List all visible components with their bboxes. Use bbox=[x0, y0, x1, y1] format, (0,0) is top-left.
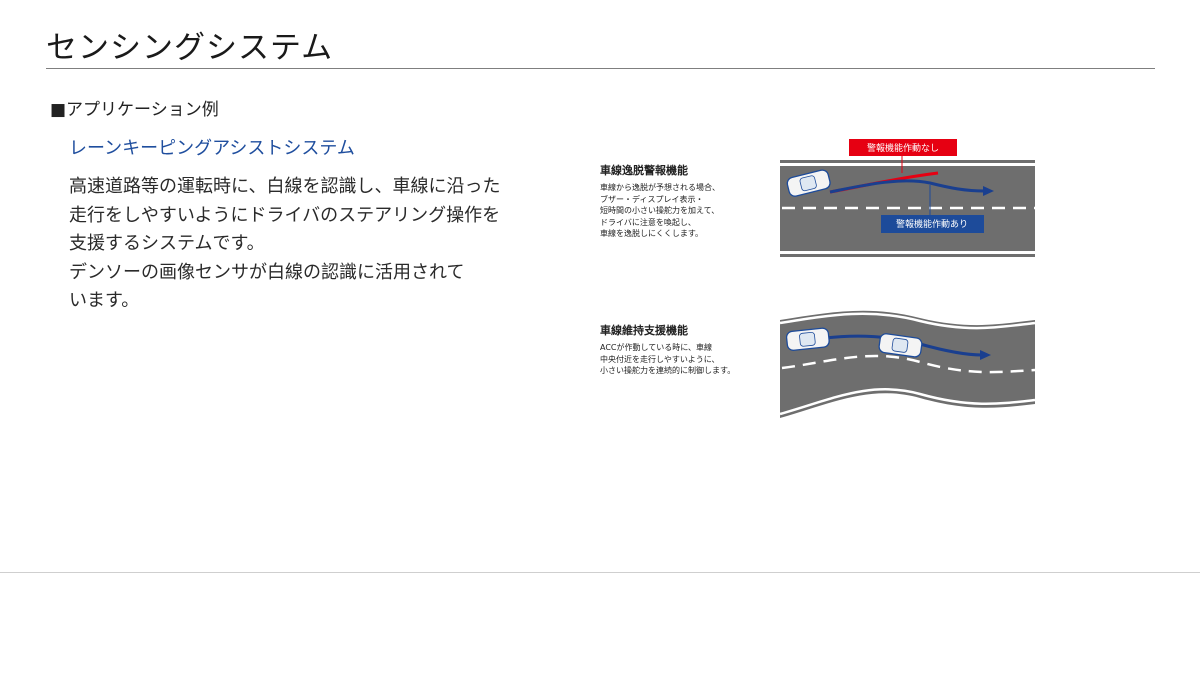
description-line: 支援するシステムです。 bbox=[69, 233, 265, 254]
arrow-head-icon bbox=[983, 186, 994, 196]
description-text: 高速道路等の運転時に、白線を認識し、車線に沿った 走行をしやすいようにドライバの… bbox=[69, 173, 509, 316]
lane-departure-diagram: 警報機能作動なし 警報機能作動あり bbox=[780, 139, 1035, 257]
section-heading: ■アプリケーション例 bbox=[50, 100, 219, 120]
subsection-heading: レーンキーピングアシストシステム bbox=[69, 138, 355, 159]
title-divider bbox=[46, 68, 1155, 69]
car-icon bbox=[786, 169, 831, 197]
car-icon bbox=[785, 327, 830, 351]
description-line: います。 bbox=[69, 290, 140, 311]
warning-off-label: 警報機能作動なし bbox=[867, 142, 939, 154]
departure-warning-text: 車線から逸脱が予想される場合、 ブザー・ディスプレイ表示・ 短時間の小さい操舵力… bbox=[600, 183, 720, 239]
warning-off-tag: 警報機能作動なし bbox=[849, 139, 957, 156]
description-line: デンソーの画像センサが白線の認識に活用されて bbox=[69, 261, 465, 283]
warning-on-label: 警報機能作動あり bbox=[896, 218, 968, 230]
departure-warning-title: 車線逸脱警報機能 bbox=[600, 164, 688, 177]
page-title: センシングシステム bbox=[46, 30, 334, 66]
warning-on-tag: 警報機能作動あり bbox=[881, 215, 984, 233]
curved-road bbox=[779, 310, 1036, 418]
car-icon bbox=[878, 333, 923, 358]
arrow-head-icon bbox=[980, 350, 991, 360]
lane-keeping-diagram bbox=[779, 310, 1036, 418]
departure-path-with-warning bbox=[829, 179, 986, 194]
description-line: 走行をしやすいようにドライバのステアリング操作を bbox=[69, 204, 501, 226]
lane-keeping-text: ACCが作動している時に、車線 中央付近を走行しやすいように、 小さい操舵力を連… bbox=[600, 343, 736, 376]
description-line: 高速道路等の運転時に、白線を認識し、車線に沿った bbox=[69, 176, 501, 197]
lane-keeping-title: 車線維持支援機能 bbox=[600, 324, 688, 337]
footer-divider bbox=[0, 572, 1200, 573]
